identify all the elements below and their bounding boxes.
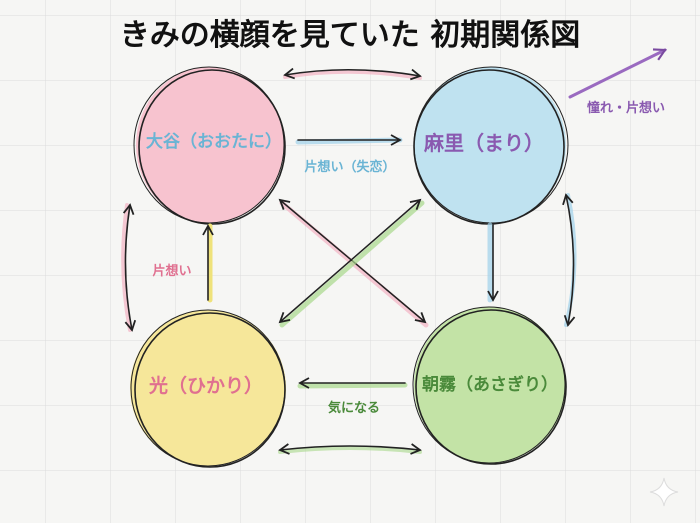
edge-asagiri-to-hikari [297,377,408,389]
edge-otani-to-mari [295,134,403,146]
node-label-otani: 大谷（おおたに） [146,131,282,152]
edge-mari-hikari-mutual [278,198,425,328]
edge-label-otani-mari: 片想い（失恋） [304,159,395,175]
edge-otani-mari-mutual [283,67,422,81]
node-label-mari: 麻里（まり） [423,131,544,155]
edge-otani-hikari-mutual [121,203,137,332]
diagram-title: きみの横顔を見ていた 初期関係図 [120,18,580,53]
node-label-hikari: 光（ひかり） [148,374,263,397]
edge-hikari-asagiri-mutual [278,443,422,455]
edge-label-asagiri-hikari: 気になる [328,400,380,416]
edge-label-hikari-otani: 片想い [152,263,191,279]
node-hikari: 光（ひかり） [130,309,286,468]
edge-mari-to-asagiri [487,222,499,303]
node-mari: 麻里（まり） [413,66,569,225]
sparkle-icon [649,477,679,507]
node-asagiri: 朝霧（あさぎり） [412,306,567,465]
edge-mari-asagiri-mutual [562,193,577,327]
edge-hikari-to-otani [202,223,214,303]
edge-label-mari-out: 憧れ・片想い [587,100,665,116]
node-label-asagiri: 朝霧（あさぎり） [422,374,558,395]
edge-mari-outward [568,48,667,99]
node-otani: 大谷（おおたに） [133,66,286,225]
